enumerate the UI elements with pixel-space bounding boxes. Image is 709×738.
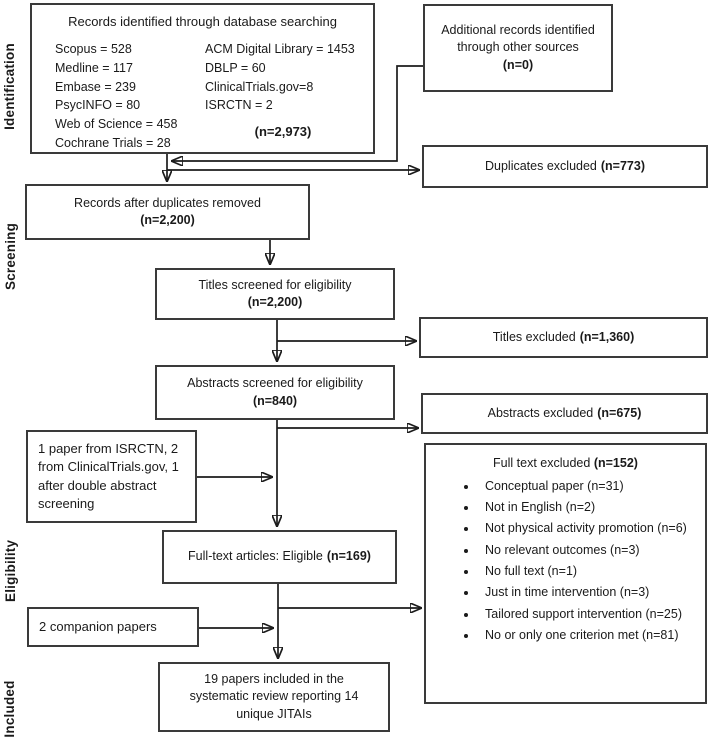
abstracts-screened-text: Abstracts screened for eligibility [187,376,363,390]
source-item: ClinicalTrials.gov=8 [205,79,314,94]
source-item: ACM Digital Library = 1453 [205,42,355,57]
duplicates-excluded-n: (n=773) [600,158,645,173]
abstracts-screened-n: (n=840) [252,393,298,408]
source-item: Web of Science = 458 [55,117,178,132]
box-after-duplicates: Records after duplicates removed (n=2,20… [25,184,310,240]
source-item: DBLP = 60 [205,60,266,75]
fulltext-eligible-n: (n=169) [326,549,371,564]
titles-screened-n: (n=2,200) [247,295,303,309]
included-papers-text: 19 papers included in the systematic rev… [189,671,359,721]
database-records-total: (n=2,973) [254,124,312,140]
fulltext-eligible-text: Full-text articles: Eligible [188,549,323,564]
source-item: PsycINFO = 80 [55,98,141,113]
fulltext-excluded-n: (n=152) [593,456,638,470]
box-companion-papers: 2 companion papers [27,607,199,647]
database-sources-left: Scopus = 528 Medline = 117 Embase = 239 … [55,40,205,153]
box-duplicates-excluded: Duplicates excluded (n=773) [422,145,708,188]
exclusion-reason: Conceptual paper (n=31) [478,477,699,496]
additional-records-text: Additional records identified through ot… [441,22,595,55]
titles-excluded-text: Titles excluded [492,329,576,344]
database-sources-right: ACM Digital Library = 1453 DBLP = 60 Cli… [205,40,361,153]
exclusion-reason: Tailored support intervention (n=25) [478,605,699,624]
fulltext-excluded-text: Full text excluded [493,456,591,470]
stage-label-eligibility: Eligibility [3,539,18,602]
abstracts-excluded-text: Abstracts excluded [487,405,594,420]
source-item: Cochrane Trials = 28 [55,135,171,150]
box-registry-papers: 1 paper from ISRCTN, 2 from ClinicalTria… [26,430,197,523]
exclusion-reason: No relevant outcomes (n=3) [478,541,699,560]
source-item: Medline = 117 [55,60,133,75]
additional-records-n: (n=0) [502,57,534,72]
source-item: Scopus = 528 [55,42,132,57]
exclusion-reason: No full text (n=1) [478,562,699,581]
database-records-title: Records identified through database sear… [68,14,337,29]
box-included-papers: 19 papers included in the systematic rev… [158,662,390,732]
fulltext-excluded-reasons: Conceptual paper (n=31) Not in English (… [432,477,699,646]
after-duplicates-n: (n=2,200) [140,213,195,227]
fulltext-excluded-title: Full text excluded (n=152) [432,455,699,473]
abstracts-excluded-n: (n=675) [597,405,642,420]
companion-papers-text: 2 companion papers [39,618,157,634]
box-additional-records: Additional records identified through ot… [423,4,613,92]
stage-label-screening: Screening [3,222,18,290]
source-item: ISRCTN = 2 [205,98,273,113]
exclusion-reason: Not physical activity promotion (n=6) [478,519,699,538]
database-sources: Scopus = 528 Medline = 117 Embase = 239 … [44,40,361,153]
duplicates-excluded-text: Duplicates excluded [485,158,597,173]
stage-label-identification: Identification [2,43,17,130]
box-fulltext-excluded: Full text excluded (n=152) Conceptual pa… [424,443,707,704]
after-duplicates-text: Records after duplicates removed [74,195,261,210]
source-item: Embase = 239 [55,79,136,94]
arrow-additional-records-merge [172,65,423,161]
stage-label-included: Included [2,680,17,738]
box-fulltext-eligible: Full-text articles: Eligible (n=169) [162,530,397,584]
registry-papers-text: 1 paper from ISRCTN, 2 from ClinicalTria… [38,441,179,511]
box-database-records: Records identified through database sear… [30,3,375,154]
titles-excluded-n: (n=1,360) [579,329,635,344]
box-titles-excluded: Titles excluded (n=1,360) [419,317,708,358]
box-abstracts-excluded: Abstracts excluded (n=675) [421,393,708,434]
box-abstracts-screened: Abstracts screened for eligibility (n=84… [155,365,395,420]
exclusion-reason: No or only one criterion met (n=81) [478,626,699,645]
box-titles-screened: Titles screened for eligibility (n=2,200… [155,268,395,320]
exclusion-reason: Just in time intervention (n=3) [478,583,699,602]
titles-screened-text: Titles screened for eligibility [198,277,352,292]
exclusion-reason: Not in English (n=2) [478,498,699,517]
